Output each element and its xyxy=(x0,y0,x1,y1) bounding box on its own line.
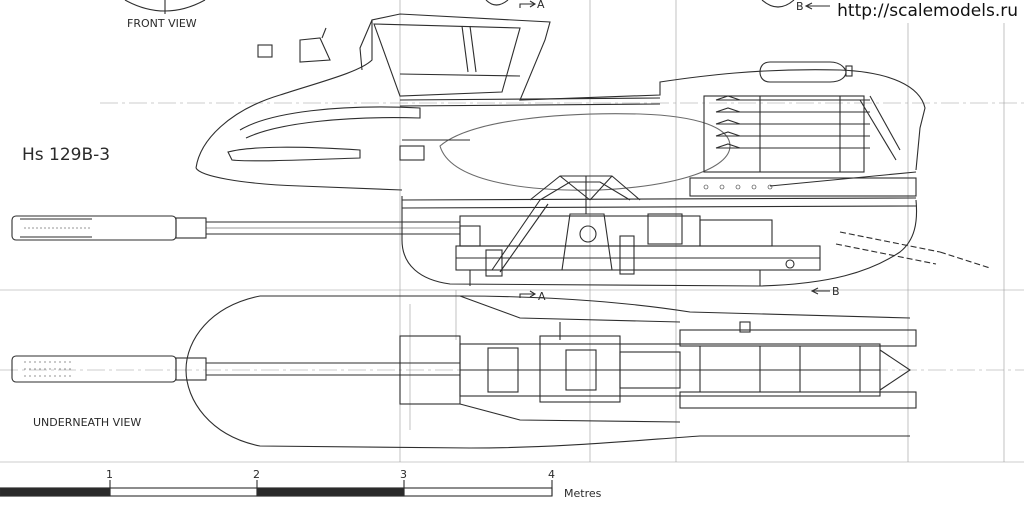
front-view-marker xyxy=(124,0,206,14)
scale-tick-4: 4 xyxy=(548,468,555,481)
section-b-label-top: B xyxy=(796,0,804,13)
scale-tick-2: 2 xyxy=(253,468,260,481)
ammunition-magazine xyxy=(703,61,901,173)
section-a-label-top: A xyxy=(537,0,545,11)
scale-tick-1: 1 xyxy=(106,468,113,481)
fuselage-underneath-view xyxy=(185,295,911,449)
guide-lines xyxy=(0,0,1024,463)
scale-unit-label: Metres xyxy=(564,487,602,500)
section-b-label-mid: B xyxy=(832,285,840,298)
underneath-view-label: UNDERNEATH VIEW xyxy=(33,416,141,429)
section-b-marker-top xyxy=(761,0,830,10)
section-a-marker-top xyxy=(485,0,537,8)
front-view-label: FRONT VIEW xyxy=(127,17,197,30)
scale-bar xyxy=(0,480,553,497)
section-a-label-mid: A xyxy=(538,290,546,303)
cannon-barrel-side xyxy=(11,215,460,241)
fuselage-side-view xyxy=(195,13,926,287)
muzzle-perforations-underneath xyxy=(24,361,72,377)
gun-mount-side xyxy=(455,171,917,286)
cannon-barrel-underneath xyxy=(11,355,460,383)
watermark-url[interactable]: http://scalemodels.ru xyxy=(831,0,1024,23)
gun-mount-underneath xyxy=(459,321,917,409)
model-title: Hs 129B-3 xyxy=(22,145,110,165)
section-b-marker-mid xyxy=(810,287,830,295)
scale-tick-3: 3 xyxy=(400,468,407,481)
ejection-chute xyxy=(835,231,991,269)
